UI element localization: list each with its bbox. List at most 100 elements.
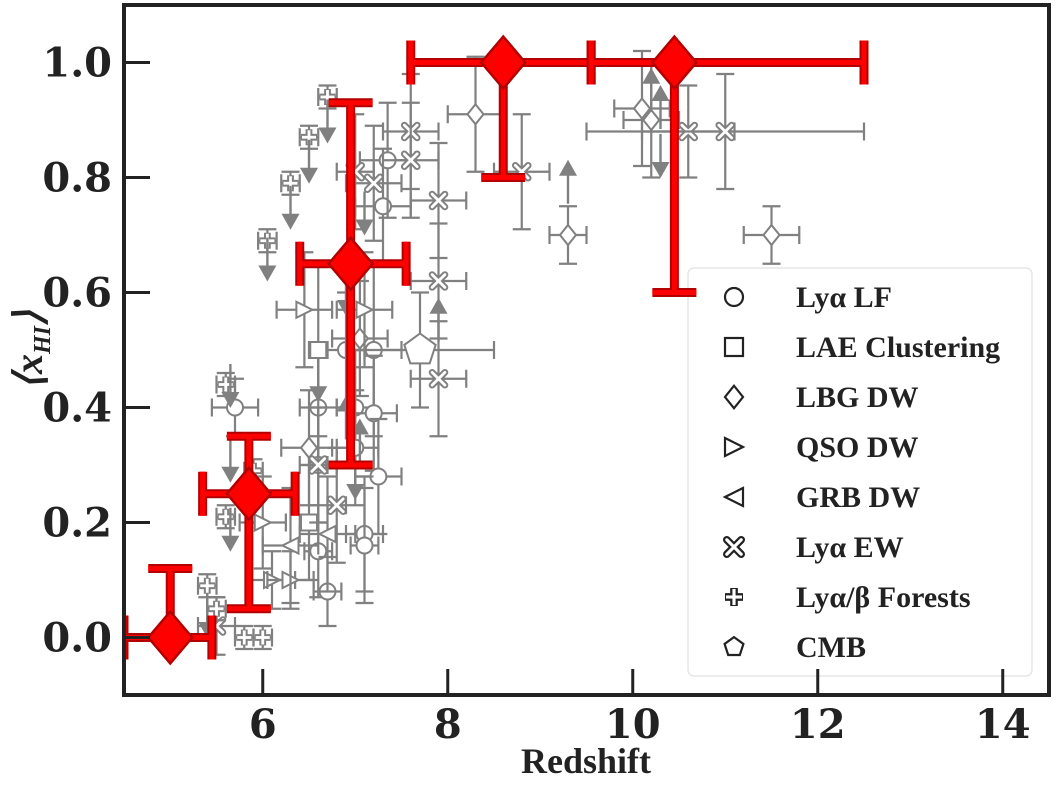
measurement-marker-26 (253, 512, 273, 533)
measurement-55 (344, 291, 496, 409)
measurement-marker-37-inner-b (430, 192, 447, 209)
upper-limit-3 (258, 237, 277, 282)
legend-label-triangle-left: GRB DW (796, 481, 920, 514)
measurement-marker-33-inner-b (365, 175, 382, 192)
highlight-marker-4 (650, 34, 699, 91)
lower-limit-head-3 (651, 85, 670, 101)
upper-limit-head-1 (221, 466, 240, 483)
measurement-marker-14 (355, 536, 374, 555)
measurement-marker-33 (363, 173, 384, 194)
highlight-marker-0 (146, 609, 194, 666)
measurement-marker-39 (428, 368, 449, 389)
y-tick-label-2: 0.4 (42, 385, 112, 432)
legend-marker-diamond (723, 383, 745, 411)
legend-marker-triangle-left (722, 486, 745, 508)
y-axis-label-main: ⟨x (6, 354, 51, 390)
upper-limit-head-2 (221, 535, 240, 552)
upper-limit-head-6 (318, 127, 337, 144)
measurement-marker-21 (632, 96, 652, 121)
upper-limit-head-4 (281, 213, 300, 230)
highlight-marker-1 (225, 465, 273, 522)
measurement-marker-39-inner-b (430, 370, 447, 387)
x-axis-label: Redshift (521, 741, 651, 781)
upper-limit-head-7 (309, 386, 328, 403)
measurement-marker-36 (400, 150, 421, 171)
highlight-point-1 (198, 431, 300, 614)
legend-label-diamond: LBG DW (796, 381, 919, 414)
upper-limit-head-3 (258, 265, 277, 282)
measurement-30 (298, 475, 357, 593)
legend-marker-circle (723, 286, 745, 308)
measurement-marker-38-inner-b (430, 273, 447, 289)
legend-marker-square (723, 336, 745, 358)
measurement-31 (307, 406, 329, 524)
legend-label-plus: Lyα/β Forests (796, 581, 971, 614)
measurement-marker-32-inner-b (328, 497, 345, 514)
upper-limit-11 (651, 134, 670, 178)
measurement-24 (275, 251, 334, 369)
measurement-10 (354, 417, 403, 536)
measurement-20 (548, 205, 588, 265)
legend-item-diamond: LBG DW (723, 381, 919, 414)
upper-limit-4 (281, 185, 300, 230)
measurement-marker-53 (254, 629, 271, 646)
measurement-marker-17 (299, 436, 319, 460)
measurement-marker-36-inner-b (402, 152, 419, 169)
legend-item-circle: Lyα LF (723, 281, 892, 314)
measurement-marker-19 (466, 102, 485, 126)
measurement-marker-23 (762, 223, 781, 247)
measurement-marker-30 (317, 524, 337, 544)
measurement-36 (381, 101, 440, 219)
measurement-marker-49 (199, 577, 216, 594)
upper-limit-1 (221, 438, 240, 483)
legend-item-triangle-right: QSO DW (723, 431, 919, 464)
measurement-marker-29 (280, 535, 300, 556)
measurement-marker-55 (403, 332, 437, 365)
x-tick-label-0: 6 (249, 701, 277, 748)
upper-limit-0 (221, 364, 240, 408)
y-tick-label-1: 0.2 (42, 500, 112, 547)
legend-label-square: LAE Clustering (796, 331, 1000, 364)
measurement-34 (335, 113, 375, 231)
upper-limit-head-0 (221, 392, 240, 408)
measurement-17 (280, 389, 338, 507)
x-tick-label-3: 12 (790, 701, 846, 748)
x-tick-label-4: 14 (975, 701, 1031, 748)
upper-limit-head-9 (355, 219, 374, 236)
measurement-marker-50 (208, 600, 225, 617)
lower-limit-head-1 (559, 159, 577, 176)
lower-limit-3 (651, 85, 670, 129)
upper-limit-9 (355, 191, 374, 236)
upper-limit-head-5 (300, 167, 318, 184)
measurement-marker-15 (309, 341, 328, 359)
measurement-marker-9 (364, 404, 383, 423)
lower-limit-2 (642, 67, 661, 112)
measurement-53 (252, 624, 274, 651)
lower-limit-1 (559, 159, 577, 204)
y-axis-label-sub: HI (30, 324, 56, 355)
legend-marker-triangle-right (723, 436, 746, 458)
measurement-marker-20 (558, 223, 578, 247)
plot-frame (122, 3, 1051, 697)
measurement-marker-24 (295, 300, 315, 320)
measurement-38 (409, 222, 468, 340)
lower-limit-0 (429, 297, 448, 342)
measurement-14 (349, 486, 380, 605)
upper-limit-6 (318, 99, 337, 144)
y-axis-label-close: ⟩ (6, 310, 51, 326)
x-tick-label-1: 8 (434, 701, 462, 748)
legend-item-x: Lyα EW (722, 531, 904, 564)
legend-frame (687, 267, 1033, 677)
measurement-29 (261, 486, 320, 605)
highlight-layer (124, 34, 869, 666)
measurement-marker-31 (308, 455, 329, 475)
measurement-marker-31-inner-b (310, 457, 327, 473)
measurement-marker-42 (715, 121, 736, 142)
highlight-marker-2 (326, 235, 375, 292)
lower-limit-head-0 (429, 297, 448, 314)
y-axis-label: ⟨xHI⟩ (6, 310, 56, 390)
measurement-marker-37 (428, 190, 449, 211)
